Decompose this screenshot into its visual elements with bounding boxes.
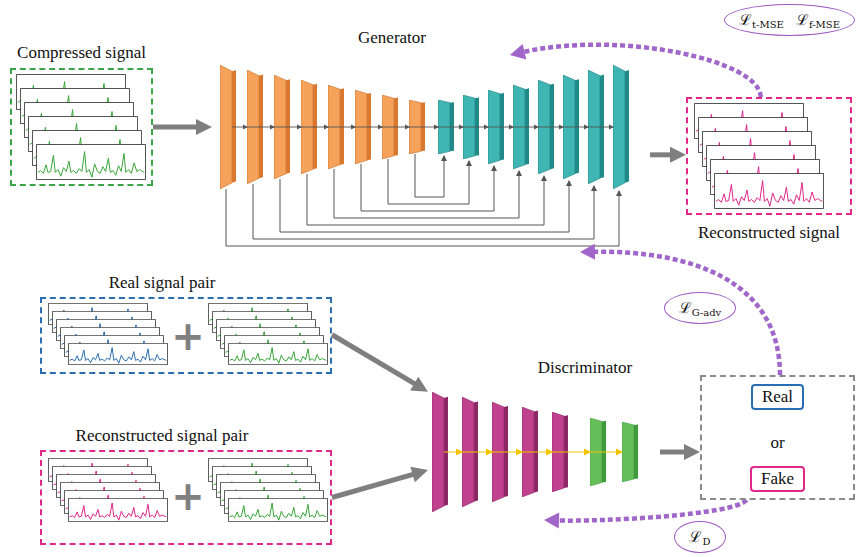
signal-stack <box>694 103 823 208</box>
label-holder: + <box>171 476 205 516</box>
signal-stack <box>48 458 167 521</box>
node-label: Compressed signal <box>17 43 146 63</box>
loss-ellipse: ℒG-adv <box>664 292 737 324</box>
loss-term: ℒt-MSE <box>739 11 784 29</box>
output-signal-box: Reconstructed signal <box>686 97 852 215</box>
discriminator-layers <box>432 392 638 512</box>
fake-tag: Fake <box>750 466 805 492</box>
node-label: Reconstructed signal <box>698 223 840 243</box>
arrow-head <box>670 147 686 163</box>
arrow-head <box>510 44 526 60</box>
decision-box: or RealFake <box>700 375 855 500</box>
flow-arrow <box>650 147 686 163</box>
arrow-line <box>332 474 416 498</box>
signal-stack <box>16 74 145 179</box>
signal-stack <box>208 303 327 364</box>
flow-arrow <box>153 119 212 135</box>
arrow-line <box>660 450 687 455</box>
signal-stack <box>208 458 327 521</box>
label-holder: + <box>171 316 205 356</box>
node-label: Reconstructed signal pair <box>76 426 249 446</box>
plus-sign: + <box>171 316 205 356</box>
flow-arrow <box>660 444 700 460</box>
node-label: Real signal pair <box>109 273 216 293</box>
signal-stack <box>48 303 167 364</box>
arrow-head <box>580 244 595 260</box>
node-label: Fake <box>761 469 794 489</box>
flow-arrow <box>510 44 761 97</box>
data-flow-line <box>444 451 622 452</box>
data-flow-line <box>232 127 613 128</box>
flow-arrow <box>332 467 428 498</box>
loss-term: ℒG-adv <box>679 299 722 317</box>
arrow-head <box>684 444 700 460</box>
discriminator-network: Discriminator <box>428 385 660 520</box>
arrow-line <box>650 152 673 157</box>
flow-arrow <box>580 244 780 375</box>
node-label: Generator <box>358 28 426 48</box>
arrow-line <box>153 124 199 129</box>
arrow-line <box>592 252 780 375</box>
flow-arrow <box>332 335 428 392</box>
arrow-head <box>410 377 428 392</box>
node-label: Real <box>762 387 793 407</box>
node-label: or <box>770 433 784 453</box>
loss-ellipse: ℒD <box>674 521 725 553</box>
arrow-head <box>544 513 559 529</box>
input-signal-box: Compressed signal <box>10 68 153 186</box>
loss-term: ℒD <box>689 528 710 546</box>
arrow-head <box>196 119 212 135</box>
plus-sign: + <box>171 476 205 516</box>
loss-ellipse: ℒt-MSE ℒf-MSE <box>724 4 855 36</box>
real-tag: Real <box>751 384 804 410</box>
loss-term: ℒf-MSE <box>796 11 840 29</box>
arrow-head <box>410 467 428 482</box>
node-label: Discriminator <box>538 358 632 378</box>
generator-network: Generator <box>212 55 650 252</box>
arrow-line <box>522 45 761 97</box>
arrow-line <box>332 335 417 385</box>
arrow-line <box>556 500 747 521</box>
